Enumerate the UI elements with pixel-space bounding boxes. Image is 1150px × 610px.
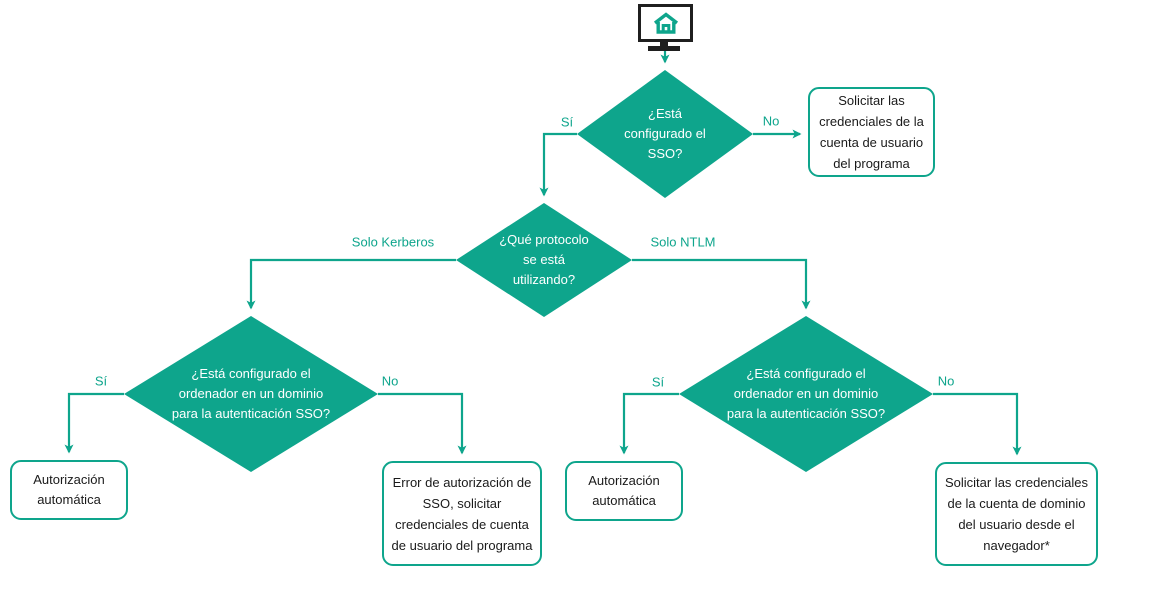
decision-protocol-used [456, 203, 632, 317]
edge-d4-no-to-r5 [933, 392, 1022, 456]
monitor-screen [638, 4, 693, 42]
decision-domain-sso-ntlm [679, 316, 933, 472]
result-line: credenciales de la [819, 114, 924, 129]
decision-sso-configured [577, 70, 753, 198]
result-line: de usuario del programa [391, 537, 533, 553]
result-line: Error de autorización de [392, 474, 532, 490]
result-line: del usuario desde el [958, 517, 1075, 532]
monitor-base [648, 46, 680, 51]
home-icon [653, 12, 678, 34]
result-line: SSO, solicitar [422, 495, 502, 511]
monitor-stand [660, 42, 668, 48]
label-d1-no: No [762, 113, 780, 129]
result-line: del programa [833, 156, 910, 171]
result-line: Solicitar las credenciales [944, 475, 1089, 490]
result-auto-authorization-ntlm: Autorización automática [565, 461, 683, 521]
label-d4-no: No [937, 373, 955, 389]
result-line: navegador* [983, 538, 1050, 553]
result-line: de la cuenta de dominio [947, 496, 1086, 511]
result-line: automática [37, 492, 101, 507]
result-line: automática [592, 493, 656, 508]
edge-d2-ntlm-to-d4 [632, 258, 811, 310]
edge-d1-yes-to-d2 [539, 132, 577, 197]
computer-home-icon [636, 4, 696, 52]
edge-d3-yes-to-r2 [64, 392, 124, 454]
edge-d4-yes-to-r4 [619, 392, 679, 455]
result-line: cuenta de usuario [819, 135, 924, 150]
edge-d3-no-to-r3 [378, 392, 467, 455]
label-solo-ntlm: Solo NTLM [650, 234, 716, 250]
label-d4-yes: Sí [651, 374, 665, 390]
result-auto-authorization-kerberos: Autorización automática [10, 460, 128, 520]
result-line: credenciales de cuenta [395, 516, 529, 532]
decision-domain-sso-kerberos [124, 316, 378, 472]
label-d3-no: No [381, 373, 399, 389]
result-line: Solicitar las [838, 93, 905, 108]
result-request-program-credentials: Solicitar las credenciales de la cuenta … [808, 87, 935, 177]
result-line: Autorización [588, 473, 660, 488]
edge-d2-kerberos-to-d3 [246, 258, 456, 310]
label-d3-yes: Sí [94, 373, 108, 389]
label-solo-kerberos: Solo Kerberos [351, 234, 435, 250]
result-sso-error-request-credentials: Error de autorización de SSO, solicitar … [382, 461, 542, 566]
result-line: Autorización [33, 472, 105, 487]
label-d1-yes: Sí [560, 114, 574, 130]
result-request-domain-credentials-browser: Solicitar las credenciales de la cuenta … [935, 462, 1098, 566]
